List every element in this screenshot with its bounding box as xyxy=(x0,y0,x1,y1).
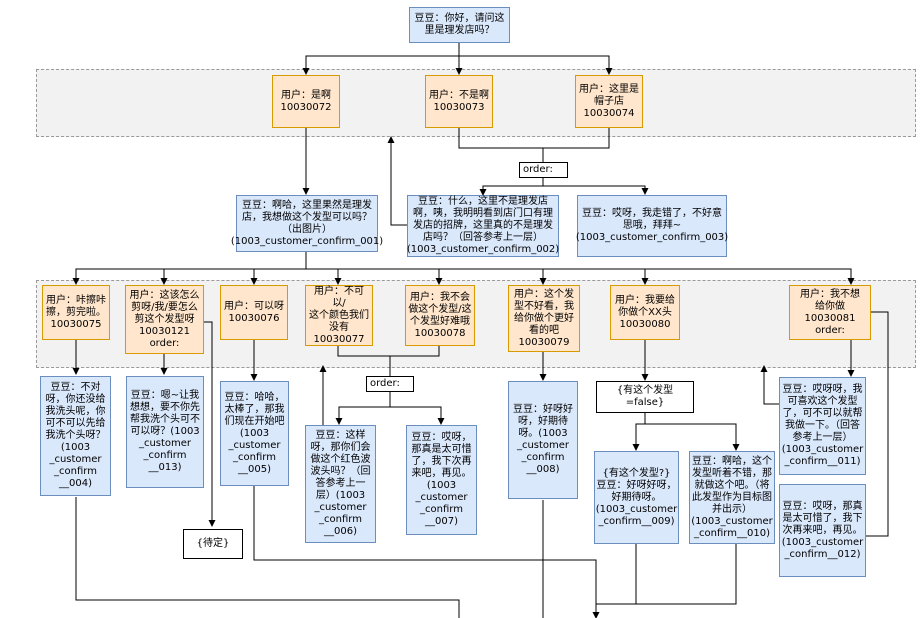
user-node-10030072[interactable]: 用户：是啊 10030072 xyxy=(272,75,340,128)
bot-node-confirm-011[interactable]: 豆豆：哎呀呀，我 可喜欢这个发型 了，可不可以就帮 我做一下。（回答 参考上一层… xyxy=(779,377,866,475)
bot-node-confirm-009[interactable]: {有这个发型?} 豆豆：好呀好呀， 好期待呀。 (1003_customer _… xyxy=(594,451,679,544)
user-node-10030078[interactable]: 用户：我不会 做这个发型/这 个发型好难哦 10030078 xyxy=(405,285,475,346)
user-node-10030080[interactable]: 用户：我要给 你做个XX头 10030080 xyxy=(610,285,680,340)
pending-node[interactable]: {待定} xyxy=(183,529,243,559)
user-node-10030077[interactable]: 用户：不可以/ 这个颜色我们 没有 10030077 xyxy=(305,285,373,346)
bot-node-confirm-010[interactable]: 豆豆：啊哈，这个 发型听着不错，那 就做这个吧。（将 此发型作为目标图 并出示）… xyxy=(689,451,775,544)
user-node-10030079[interactable]: 用户：这个发 型不好看，我 给你做个更好 看的吧 10030079 xyxy=(508,285,580,352)
bot-node-confirm-008[interactable]: 豆豆：好呀好 呀，好期待 呀。(1003 _customer _confirm … xyxy=(508,381,578,499)
user-node-10030076[interactable]: 用户：可以呀 10030076 xyxy=(220,285,288,340)
condition-node[interactable]: {有这个发型=false} xyxy=(596,381,694,413)
bot-node-confirm-002[interactable]: 豆豆：什么，这里不是理发店 啊，咦，我明明看到店门口有理 发店的招牌，这里真的不… xyxy=(406,195,560,257)
root-node[interactable]: 豆豆：你好，请问这 里是理发店吗？ xyxy=(409,7,510,43)
order-label-top: order: xyxy=(519,162,568,178)
bot-node-confirm-001[interactable]: 豆豆：啊哈，这里果然是理发 店，我想做这个发型可以吗？ （出图片） (1003_… xyxy=(231,195,383,252)
bot-node-confirm-004[interactable]: 豆豆：不对 呀，你还没给 我洗头呢，你 可不可以先给 我洗个头呀？ (1003 … xyxy=(40,376,111,496)
bot-node-confirm-006[interactable]: 豆豆：这样 呀，那你们会 做这个红色波 波头吗？（回 答参考上一 层）(1003… xyxy=(305,425,376,543)
bot-node-confirm-012[interactable]: 豆豆：哎呀，那真 是太可惜了，我下 次再来吧，再见。 (1003_custome… xyxy=(779,484,866,577)
bot-node-confirm-007[interactable]: 豆豆：哎呀， 那真是太可惜 了，我下次再 来吧，再见。 (1003 _custo… xyxy=(406,425,477,535)
user-node-10030075[interactable]: 用户：咔擦咔 擦，剪完啦。 10030075 xyxy=(42,285,110,340)
bot-node-confirm-013[interactable]: 豆豆：嗯~让我 想想，要不你先 帮我洗个头可不 可以呀？(1003 _custo… xyxy=(126,376,204,488)
user-node-10030074[interactable]: 用户：这里是 帽子店 10030074 xyxy=(575,75,643,128)
bot-node-confirm-003[interactable]: 豆豆：哎呀，我走错了，不好意 思哦，拜拜~ (1003_customer_con… xyxy=(576,195,728,257)
order-label-middle: order: xyxy=(366,376,414,392)
user-node-10030121[interactable]: 用户：这该怎么 剪呀/我/要怎么 剪这个发型呀 10030121 order: xyxy=(125,285,204,354)
user-node-10030073[interactable]: 用户：不是啊 10030073 xyxy=(425,75,493,128)
user-node-10030081[interactable]: 用户：我不想 给你做 10030081 order: xyxy=(789,285,871,340)
bot-node-confirm-005[interactable]: 豆豆：哈哈， 太棒了，那我 们现在开始吧 (1003 _customer _co… xyxy=(220,381,289,486)
